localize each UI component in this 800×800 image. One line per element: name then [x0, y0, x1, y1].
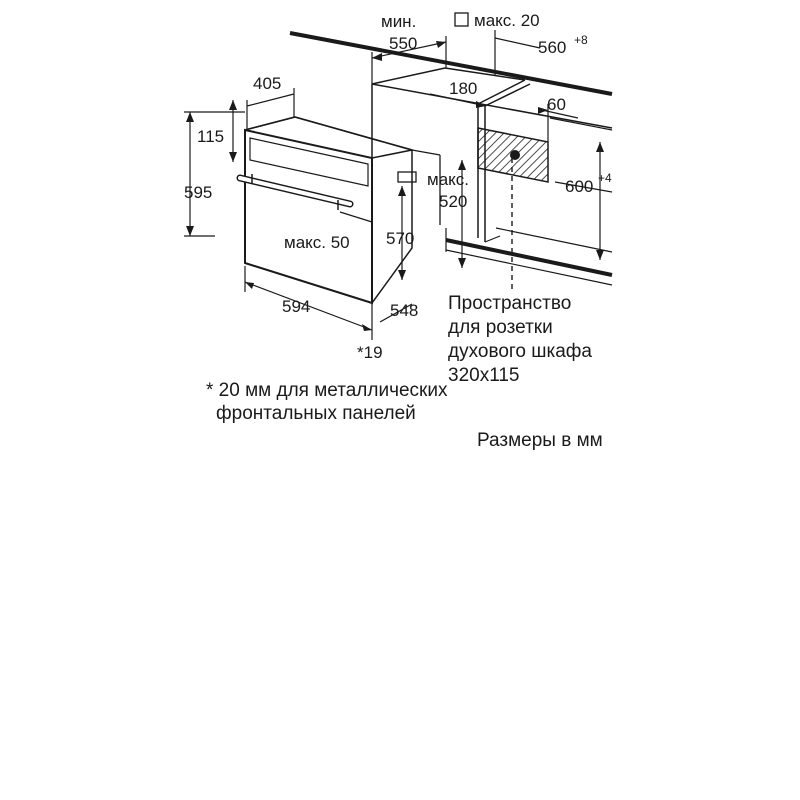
- dim-594: 594: [282, 297, 310, 316]
- dim-520: 520: [439, 192, 467, 211]
- units-note: Размеры в мм: [477, 430, 603, 451]
- socket-note-line1: Пространство: [448, 293, 571, 314]
- dim-60: 60: [547, 95, 566, 114]
- oven: [244, 116, 441, 305]
- socket-note-line4: 320x115: [448, 365, 520, 386]
- dim-180: 180: [449, 79, 477, 98]
- mounting-bracket: [397, 171, 417, 183]
- dim-600: 600: [565, 177, 593, 196]
- socket-area: [477, 127, 549, 183]
- max20-square-icon: [454, 12, 469, 27]
- socket-icon: [510, 150, 520, 160]
- dim-560-tolerance: +8: [574, 33, 588, 47]
- dimension-lines: [184, 30, 601, 340]
- dim-600-tolerance: +4: [598, 171, 612, 185]
- dim-570: 570: [386, 229, 414, 248]
- dim-560: 560: [538, 38, 566, 57]
- dim-405: 405: [253, 74, 281, 93]
- dim-595: 595: [184, 183, 212, 202]
- dim-max-20: макс. 20: [474, 11, 540, 30]
- dim-19: *19: [357, 343, 383, 362]
- dim-min-label: мин.: [381, 12, 416, 31]
- dim-max-50: макс. 50: [284, 233, 350, 252]
- cabinet-niche: [289, 31, 613, 290]
- dim-115: 115: [197, 127, 224, 146]
- oven-handle: [236, 174, 354, 210]
- socket-note-line3: духового шкафа: [448, 341, 592, 362]
- dim-max-label: макс.: [427, 170, 469, 189]
- footnote-line1: * 20 мм для металлических: [206, 380, 448, 401]
- labels: мин. 550 макс. 20 560 +8 405 180 60 115 …: [184, 11, 612, 451]
- footnote-line2: фронтальных панелей: [216, 403, 416, 424]
- dimension-arrows: [186, 41, 604, 331]
- dim-min-550: 550: [389, 34, 417, 53]
- socket-note-line2: для розетки: [448, 317, 553, 338]
- dim-548: 548: [390, 301, 418, 320]
